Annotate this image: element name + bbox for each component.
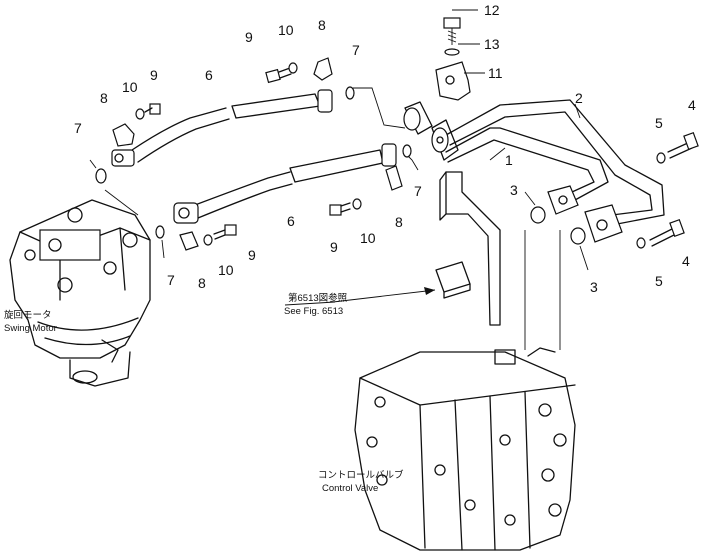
leader-lines <box>89 9 589 350</box>
callout-5-upper: 5 <box>655 115 663 131</box>
callout-10-left: 10 <box>122 79 138 95</box>
control-valve-label-en: Control Valve <box>322 483 378 494</box>
callout-5-lower: 5 <box>655 273 663 289</box>
callout-3-upper: 3 <box>510 182 518 198</box>
mounting-bracket <box>435 171 501 326</box>
small-parts <box>95 57 699 251</box>
callout-11: 11 <box>488 65 503 81</box>
callout-9-mid: 9 <box>330 239 338 255</box>
callout-4-lower: 4 <box>682 253 690 269</box>
callout-6-mid: 6 <box>287 213 295 229</box>
callout-6-top: 6 <box>205 67 213 83</box>
swing-motor-label-jp: 旋回モータ <box>4 309 52 321</box>
callout-8-top: 8 <box>318 17 326 33</box>
callout-7-mid: 7 <box>414 183 422 199</box>
callout-4-upper: 4 <box>688 97 696 113</box>
callout-9-top: 9 <box>245 29 253 45</box>
callout-8-bottom: 8 <box>198 275 206 291</box>
callout-8-mid: 8 <box>395 214 403 230</box>
captions: 旋回モータ Swing Motor 第6513図参照 See Fig. 6513… <box>4 292 404 494</box>
hose-lower <box>173 143 397 224</box>
callout-12: 12 <box>484 2 500 18</box>
see-fig-label-jp: 第6513図参照 <box>288 292 348 304</box>
callout-numbers: 12 13 11 2 1 4 5 3 3 4 5 9 10 8 7 6 9 10… <box>74 2 696 295</box>
callout-9-bottom: 9 <box>248 247 256 263</box>
callout-7-bottom: 7 <box>167 272 175 288</box>
callout-1: 1 <box>505 152 513 168</box>
see-fig-label-en: See Fig. 6513 <box>284 306 343 317</box>
callout-10-top: 10 <box>278 22 294 38</box>
callout-7-top: 7 <box>352 42 360 58</box>
callout-10-mid: 10 <box>360 230 376 246</box>
hose-upper <box>111 89 333 167</box>
swing-motor <box>9 199 151 387</box>
flange-hardware <box>435 17 471 101</box>
callout-8-left: 8 <box>100 90 108 106</box>
control-valve <box>354 347 576 551</box>
control-valve-label-jp: コントロールバルブ <box>318 469 404 481</box>
callout-2: 2 <box>575 90 583 106</box>
pipe-assembly <box>403 99 665 243</box>
swing-motor-label-en: Swing Motor <box>4 323 57 334</box>
callout-7-left: 7 <box>74 120 82 136</box>
callout-9-left: 9 <box>150 67 158 83</box>
callout-13: 13 <box>484 36 500 52</box>
callout-3-lower: 3 <box>590 279 598 295</box>
callout-10-bottom: 10 <box>218 262 234 278</box>
